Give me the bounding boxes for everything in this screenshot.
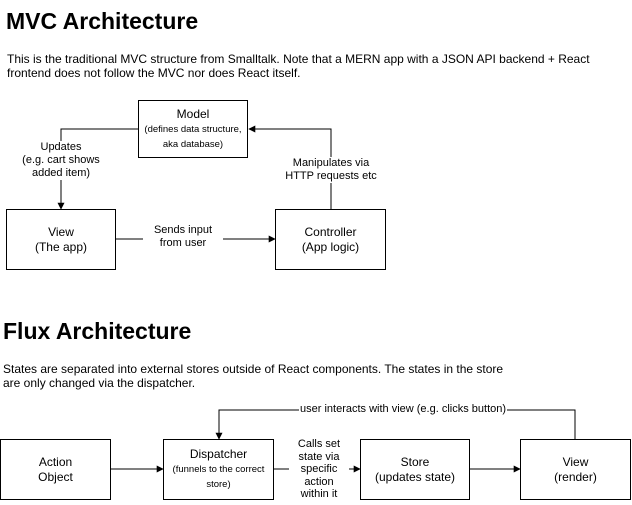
model-box: Model (defines data structure, aka datab… [138, 100, 248, 158]
flux-description: States are separated into external store… [3, 362, 504, 390]
interacts-label: user interacts with view (e.g. clicks bu… [299, 403, 508, 416]
controller-box: Controller (App logic) [275, 209, 386, 270]
manipulates-label-line2: HTTP requests etc [285, 170, 377, 182]
dispatcher-box: Dispatcher (funnels to the correct store… [163, 439, 274, 500]
controller-title: Controller [304, 224, 357, 239]
updates-label: Updates (e.g. cart shows added item) [11, 141, 111, 180]
sends-label-line1: Sends input [153, 224, 213, 236]
flux-view-box: View (render) [520, 439, 631, 500]
action-object-box: Action Object [0, 439, 111, 500]
calls-label-line2: state via [298, 450, 340, 463]
mvc-view-sub: (The app) [34, 239, 88, 254]
updates-label-line2: (e.g. cart shows [22, 154, 100, 166]
model-sub2: aka database) [162, 138, 224, 150]
sends-label-line2: from user [159, 237, 207, 249]
mvc-title: MVC Architecture [6, 8, 199, 34]
store-sub: (updates state) [374, 469, 456, 484]
calls-label-line5: within it [300, 488, 338, 500]
updates-label-line1: Updates [40, 141, 82, 153]
sends-label: Sends input from user [143, 224, 223, 250]
controller-sub: (App logic) [301, 239, 360, 254]
manipulates-label-line1: Manipulates via [292, 157, 370, 169]
model-title: Model [176, 106, 210, 121]
dispatcher-sub2: store) [206, 479, 231, 490]
calls-label-line3: specific [300, 463, 338, 475]
store-box: Store (updates state) [360, 439, 470, 500]
store-title: Store [400, 454, 430, 469]
mvc-view-title: View [48, 224, 74, 239]
manipulates-label: Manipulates via HTTP requests etc [281, 157, 381, 183]
dispatcher-title: Dispatcher [189, 447, 248, 461]
edge-model-to-view [57, 128, 138, 210]
updates-label-line3: added item) [31, 167, 91, 179]
flux-title: Flux Architecture [3, 318, 192, 344]
mvc-view-box: View (The app) [6, 209, 116, 270]
dispatcher-sub1: (funnels to the correct [172, 464, 265, 475]
calls-label-line1: Calls set [297, 438, 341, 450]
flux-view-title: View [562, 454, 589, 469]
action-line1: Action [38, 454, 73, 469]
mvc-description: This is the traditional MVC structure fr… [7, 52, 590, 80]
calls-label-line4: action [304, 475, 334, 488]
model-sub1: (defines data structure, [144, 123, 242, 135]
flux-view-sub: (render) [554, 469, 597, 484]
calls-label: Calls set state via specific action with… [289, 438, 349, 501]
action-line2: Object [38, 469, 73, 484]
